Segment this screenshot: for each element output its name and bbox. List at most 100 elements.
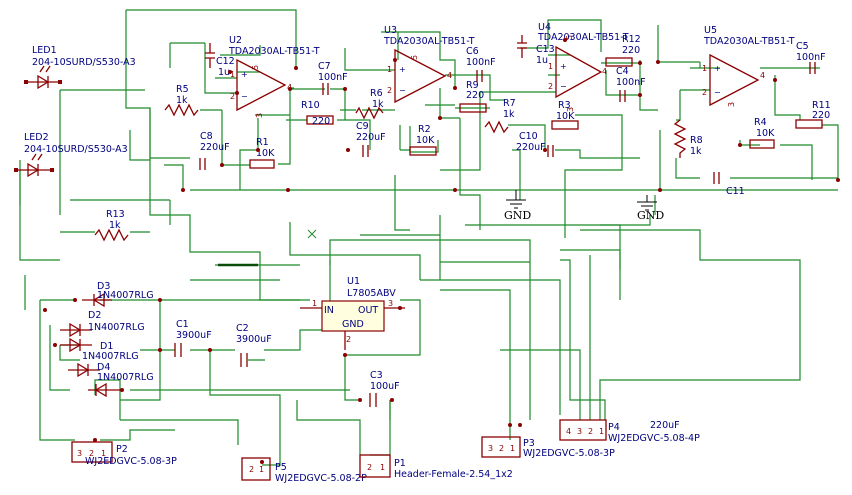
component-label: 1k — [176, 95, 188, 106]
component-label: − — [241, 92, 248, 101]
component-label: R8 — [690, 135, 703, 146]
r13-resistor: R13 1k — [94, 209, 129, 242]
component-label: 2 — [702, 88, 707, 97]
component-label: R9 — [466, 80, 479, 91]
r3-resistor: R3 10K — [551, 100, 579, 130]
component-label: 5 — [565, 35, 574, 40]
component-label: P2 — [116, 444, 128, 455]
component-label: 1 — [510, 444, 515, 453]
component-label: C13 — [536, 44, 555, 55]
component-label: GND — [637, 209, 664, 222]
component-label: 1 — [230, 70, 235, 79]
component-label: 1k — [503, 109, 515, 120]
component-label: 3 — [566, 107, 575, 112]
component-label: C12 — [216, 56, 235, 67]
r9-resistor: R9 220 — [459, 80, 487, 113]
component-label: 3 — [255, 113, 264, 118]
component-label: 3 — [577, 427, 582, 436]
r1-resistor: R1 10K — [249, 137, 275, 169]
component-label: 3 — [388, 299, 393, 308]
component-label: 3 — [488, 444, 493, 453]
component-label: − — [714, 88, 721, 97]
r12-resistor: R12 220 — [605, 34, 641, 67]
component-label: WJ2EDGVC-5.08-4P — [608, 433, 700, 444]
component-label: 2 — [387, 86, 392, 95]
component-label: C6 — [466, 46, 479, 57]
r10-resistor: R10 220 — [301, 100, 334, 125]
component-label: 1 — [380, 463, 385, 472]
component-label: OUT — [358, 305, 378, 316]
u4-opamp: + − 1 2 4 5 3 U4 TDA2030AL-TB51-T — [537, 22, 629, 112]
r6-resistor: R6 1k — [355, 88, 384, 120]
p3-connector: 3 2 1 P3 WJ2EDGVC-5.08-3P — [481, 436, 615, 459]
component-label: R7 — [503, 98, 516, 109]
component-label: 10K — [416, 135, 435, 146]
component-label: + — [241, 70, 248, 79]
u4-ref: U4 — [538, 22, 551, 33]
component-label: L7805ABV — [347, 288, 396, 299]
component-label: 4 — [566, 427, 571, 436]
component-label: 220 — [812, 110, 830, 121]
u1-regulator: U1 L7805ABV IN OUT GND 1 3 2 — [300, 276, 405, 350]
u5-value: TDA2030AL-TB51-T — [703, 36, 795, 47]
component-label: 2 — [548, 82, 553, 91]
c11-capacitor: C11 — [713, 172, 745, 197]
component-label: R5 — [176, 84, 189, 95]
component-label: 2 — [249, 465, 254, 474]
component-label: 3 — [77, 449, 82, 458]
component-label: C7 — [318, 61, 331, 72]
component-label: 10K — [256, 148, 275, 159]
component-label: P4 — [608, 422, 620, 433]
component-label: R2 — [418, 124, 431, 135]
component-label: 220uF — [200, 142, 230, 153]
component-label: 1u — [536, 55, 548, 66]
component-label: + — [560, 62, 567, 71]
component-label: 1k — [109, 220, 121, 231]
d-extra-diode — [88, 382, 120, 398]
component-label: 1 — [548, 62, 553, 71]
r10-value-text: 220 — [312, 116, 330, 127]
component-label: D2 — [88, 310, 101, 321]
component-label: − — [560, 82, 567, 91]
component-label: 3900uF — [236, 334, 272, 345]
component-label: 220uF — [356, 132, 386, 143]
component-label: 5 — [410, 55, 419, 60]
d2-diode: D2 1N4007RLG — [60, 310, 145, 338]
gnd-symbol-1: GND — [504, 190, 531, 222]
led2-ref: LED2 — [24, 132, 49, 143]
c7-capacitor: C7 100nF — [318, 61, 348, 95]
component-label: 1 — [702, 64, 707, 73]
u4-value: TDA2030AL-TB51-T — [537, 32, 629, 43]
component-label: 1 — [101, 449, 106, 458]
component-label: R3 — [558, 100, 571, 111]
r5-resistor: R5 1k — [164, 84, 199, 117]
component-label: 100nF — [466, 57, 496, 68]
component-label: C4 — [616, 66, 629, 77]
component-label: R1 — [256, 137, 269, 148]
component-label: P3 — [523, 438, 535, 449]
led2-value: 204-10SURD/S530-A3 — [24, 144, 128, 155]
component-label: 1k — [372, 99, 384, 110]
component-label: 2 — [89, 449, 94, 458]
component-label: 3900uF — [176, 330, 212, 341]
component-label: 100nF — [616, 77, 646, 88]
d1-diode: D1 1N4007RLG — [60, 337, 139, 362]
junction-dots — [43, 38, 840, 464]
led2: LED2 204-10SURD/S530-A3 — [14, 132, 128, 178]
component-label: + — [714, 64, 721, 73]
p5-connector: 2 1 P5 WJ2EDGVC-5.08-2P — [241, 457, 367, 484]
component-label: D1 — [100, 341, 113, 352]
u3-value: TDA2030AL-TB51-T — [383, 36, 475, 47]
c12-capacitor: C12 1u — [205, 43, 235, 78]
u2-ref: U2 — [229, 35, 242, 46]
component-label: R13 — [106, 209, 125, 220]
component-label: C11 — [726, 186, 745, 197]
component-label: 220uF — [650, 420, 680, 431]
component-label: 1 — [387, 65, 392, 74]
component-label: 220 — [466, 90, 484, 101]
component-label: 1 — [312, 299, 317, 308]
u3-opamp: + − 1 2 4 5 U3 TDA2030AL-TB51-T — [383, 25, 475, 104]
component-label: GND — [342, 319, 364, 330]
component-label: 100uF — [370, 381, 400, 392]
